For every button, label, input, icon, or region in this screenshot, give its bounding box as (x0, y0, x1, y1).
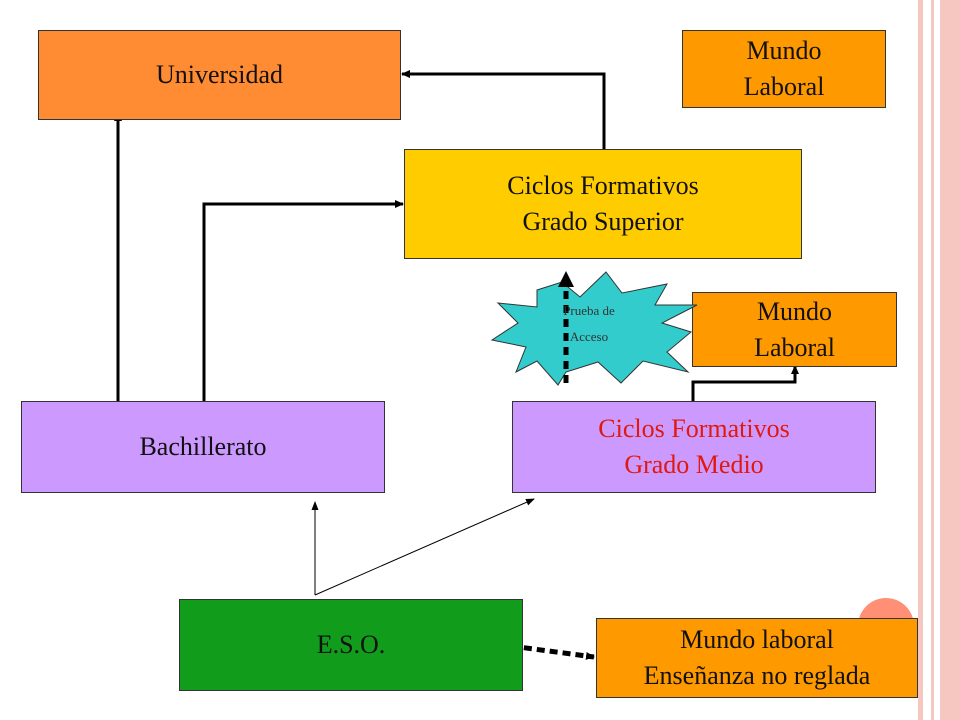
side-stripe-3 (940, 0, 960, 720)
node-mundo-laboral-mid: Mundo Laboral (692, 292, 897, 367)
mundo-laboral-mid-line2: Laboral (754, 332, 835, 362)
node-universidad: Universidad (38, 30, 401, 120)
arrow-eso-to-mundo-bottom (510, 643, 595, 660)
ciclos-medio-line2: Grado Medio (624, 450, 764, 479)
arrow-superior-to-universidad (401, 70, 606, 149)
eso-label: E.S.O. (316, 630, 386, 659)
arrow-eso-to-medio (314, 498, 535, 596)
ciclos-medio-line1: Ciclos Formativos (598, 414, 790, 443)
node-ciclos-medio: Ciclos Formativos Grado Medio (512, 401, 876, 493)
ciclos-superior-line1: Ciclos Formativos (507, 171, 699, 200)
prueba-acceso-line1: Prueba de (563, 303, 615, 318)
node-ciclos-superior: Ciclos Formativos Grado Superior (404, 149, 802, 259)
mundo-laboral-bottom-line2: Enseñanza no reglada (643, 661, 871, 690)
bachillerato-label: Bachillerato (139, 432, 267, 461)
node-mundo-laboral-top: Mundo Laboral (682, 30, 886, 108)
arrow-medio-to-mundo-laboral (691, 365, 799, 401)
mundo-laboral-top-line1: Mundo (746, 36, 822, 65)
ciclos-superior-line2: Grado Superior (522, 207, 684, 236)
node-bachillerato: Bachillerato (21, 401, 385, 493)
prueba-acceso-label: Prueba de Acceso (529, 298, 649, 350)
node-eso: E.S.O. (179, 599, 523, 691)
universidad-label: Universidad (155, 60, 284, 89)
mundo-laboral-mid-line1: Mundo (756, 296, 833, 326)
mundo-laboral-top-line2: Laboral (743, 72, 825, 101)
side-stripe-2 (931, 0, 934, 720)
mundo-laboral-bottom-line1: Mundo laboral (680, 625, 834, 654)
arrow-bachillerato-to-superior (202, 200, 404, 401)
side-stripe-1 (918, 0, 923, 720)
node-mundo-laboral-bottom: Mundo laboral Enseñanza no reglada (596, 618, 918, 698)
prueba-acceso-line2: Acceso (569, 329, 609, 344)
